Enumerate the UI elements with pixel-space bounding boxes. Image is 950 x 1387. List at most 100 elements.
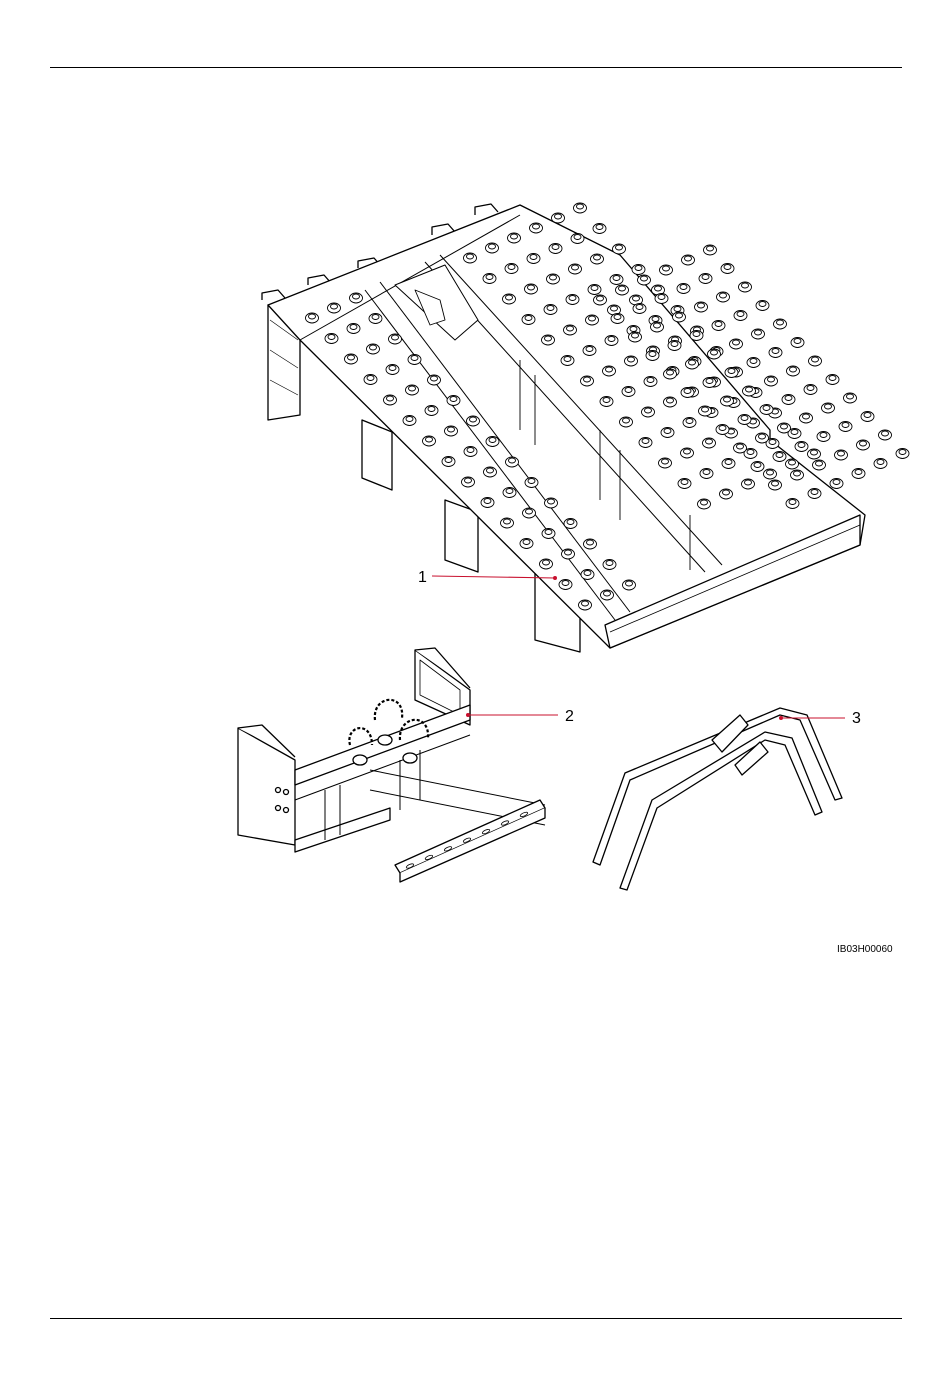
- roller-hub: [409, 386, 416, 391]
- roller-hub: [820, 433, 827, 438]
- roller-hub: [613, 276, 620, 281]
- roller-hub: [720, 293, 727, 298]
- roller-hub: [652, 317, 659, 322]
- roller-hub: [587, 540, 594, 545]
- roller-hub: [654, 323, 661, 328]
- roller-hub: [348, 355, 355, 360]
- footer-rule: [50, 1318, 902, 1319]
- roller-hub: [750, 359, 757, 364]
- roller-hub: [728, 369, 735, 374]
- roller-hub: [662, 459, 669, 464]
- roller-hub: [625, 388, 632, 393]
- roller-hub: [582, 601, 589, 606]
- roller-hub: [489, 438, 496, 443]
- roller-hub: [674, 307, 681, 312]
- roller-hub: [487, 468, 494, 473]
- roller-hub: [633, 296, 640, 301]
- roller-hub: [680, 285, 687, 290]
- roller-hub: [747, 450, 754, 455]
- roller-hub: [711, 350, 718, 355]
- roller-hub: [745, 480, 752, 485]
- roller-hub: [489, 244, 496, 249]
- roller-hub: [309, 314, 316, 319]
- roller-hub: [719, 426, 726, 431]
- roller-hub: [707, 246, 714, 251]
- roller-hub: [511, 234, 518, 239]
- roller-hub: [763, 406, 770, 411]
- roller-hub: [701, 500, 708, 505]
- roller-hub: [812, 357, 819, 362]
- roller-hub: [484, 499, 491, 504]
- roller-hub: [671, 342, 678, 347]
- roller-hub: [811, 490, 818, 495]
- roller-hub: [367, 376, 374, 381]
- roller-hub: [406, 417, 413, 422]
- roller-hub: [428, 407, 435, 412]
- roller-hub: [545, 530, 552, 535]
- roller-hub: [594, 255, 601, 260]
- roller-hub: [790, 367, 797, 372]
- roller-hub: [794, 339, 801, 344]
- roller-hub: [664, 429, 671, 434]
- roller-hub: [426, 437, 433, 442]
- roller-hub: [623, 418, 630, 423]
- bracket-assembly: [238, 648, 545, 882]
- handle-pair: [593, 708, 842, 890]
- roller-hub: [685, 256, 692, 261]
- roller-hub: [431, 376, 438, 381]
- roller-hub: [467, 448, 474, 453]
- roller-hub: [370, 345, 377, 350]
- roller-hub: [572, 265, 579, 270]
- roller-hub: [567, 520, 574, 525]
- roller-hub: [693, 332, 700, 337]
- roller-hub: [632, 333, 639, 338]
- roller-hub: [776, 453, 783, 458]
- roller-hub: [389, 366, 396, 371]
- roller-hub: [676, 313, 683, 318]
- roller-hub: [807, 386, 814, 391]
- roller-hub: [777, 320, 784, 325]
- roller-hub: [833, 480, 840, 485]
- roller-hub: [663, 266, 670, 271]
- roller-hub: [465, 478, 472, 483]
- roller-hub: [737, 312, 744, 317]
- roller-hub: [603, 398, 610, 403]
- roller-hub: [586, 347, 593, 352]
- roller-hub: [530, 255, 537, 260]
- roller-hub: [350, 325, 357, 330]
- roller-hub: [635, 266, 642, 271]
- roller-hub: [528, 479, 535, 484]
- roller-hub: [584, 377, 591, 382]
- roller-hub: [596, 225, 603, 230]
- roller-hub: [506, 489, 513, 494]
- roller-hub: [642, 439, 649, 444]
- roller-hub: [448, 427, 455, 432]
- roller-hub: [658, 295, 665, 300]
- roller-hub: [755, 330, 762, 335]
- roller-hub: [591, 286, 598, 291]
- roller-hub: [608, 337, 615, 342]
- roller-hub: [702, 275, 709, 280]
- roller-hub: [562, 581, 569, 586]
- roller-hub: [450, 397, 457, 402]
- roller-hub: [768, 377, 775, 382]
- roller-hub: [769, 440, 776, 445]
- roller-hub: [523, 540, 530, 545]
- roller-hub: [508, 265, 515, 270]
- roller-hub: [855, 470, 862, 475]
- roller-hub: [706, 439, 713, 444]
- roller-hub: [387, 396, 394, 401]
- roller-hub: [630, 327, 637, 332]
- roller-hub: [698, 303, 705, 308]
- roller-hub: [847, 394, 854, 399]
- roller-hub: [706, 379, 713, 384]
- callout-number: 3: [852, 710, 861, 727]
- roller-hub: [655, 286, 662, 291]
- roller-hub: [567, 326, 574, 331]
- roller-hub: [611, 306, 618, 311]
- roller-hub: [467, 254, 474, 259]
- roller-hub: [803, 414, 810, 419]
- roller-hub: [733, 340, 740, 345]
- roller-hub: [614, 315, 621, 320]
